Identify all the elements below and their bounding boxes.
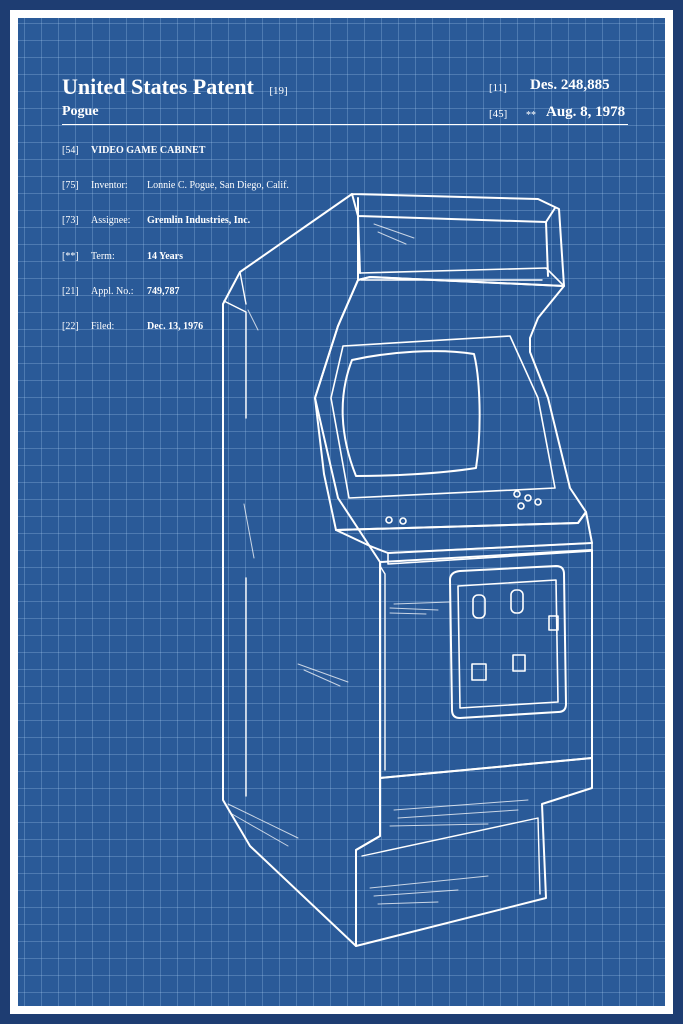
field-code: [75] (62, 180, 79, 191)
field-label: Inventor: (91, 180, 128, 191)
field-value: VIDEO GAME CABINET (91, 145, 206, 156)
control-button (534, 498, 542, 506)
blueprint-sheet: United States Patent [19] Pogue [11] Des… (18, 18, 665, 1006)
monitor-screen (341, 350, 481, 477)
field-value: Dec. 13, 1976 (147, 321, 204, 332)
cabinet-side-panel-detail (223, 300, 247, 797)
inventor-surname: Pogue (62, 104, 99, 119)
monitor-bezel (314, 276, 587, 531)
control-button (399, 517, 407, 525)
marquee-lip (359, 267, 565, 287)
field-label: Assignee: (91, 215, 131, 226)
arcade-cabinet-drawing (222, 193, 593, 947)
drawing-shading (227, 223, 529, 905)
control-button (524, 494, 532, 502)
cabinet-base (355, 757, 593, 947)
coin-return (512, 654, 526, 672)
field-label: Appl. No.: (91, 286, 134, 297)
field-value: 14 Years (147, 251, 184, 262)
patent-number-code: [11] (489, 82, 507, 94)
field-value: Lonnie C. Pogue, San Diego, Calif. (147, 180, 289, 191)
field-label: Term: (91, 251, 115, 262)
coin-slot (510, 589, 524, 614)
patent-number: Des. 248,885 (530, 77, 610, 93)
field-value: 749,787 (147, 286, 180, 297)
cabinet-front-trim (379, 565, 386, 771)
field-value: Gremlin Industries, Inc. (147, 215, 251, 226)
coin-door (449, 565, 567, 719)
patent-date-marker: ** (526, 110, 536, 121)
header-divider (62, 124, 628, 125)
marquee-box (351, 193, 565, 287)
field-code: [21] (62, 286, 79, 297)
field-code: [22] (62, 321, 79, 332)
coin-return (471, 663, 487, 681)
control-panel-front (387, 542, 593, 565)
field-code: [**] (62, 251, 79, 262)
coin-door-lock (548, 615, 559, 631)
base-kick-panel (361, 817, 541, 895)
patent-date-code: [45] (489, 108, 508, 120)
cabinet-side-panel (222, 193, 381, 947)
control-button (513, 490, 521, 498)
cabinet-side-edge (239, 271, 247, 305)
patent-date: Aug. 8, 1978 (546, 104, 626, 120)
control-button (517, 502, 525, 510)
control-panel (335, 511, 593, 554)
field-label: Filed: (91, 321, 115, 332)
field-code: [73] (62, 215, 79, 226)
control-button (385, 516, 393, 524)
patent-title: United States Patent [19] (62, 74, 288, 100)
patent-title-text: United States Patent (62, 74, 254, 99)
patent-title-code: [19] (269, 85, 288, 97)
coin-slot (472, 594, 486, 619)
field-code: [54] (62, 145, 79, 156)
monitor-bezel-inner (330, 335, 556, 499)
coin-door-inner (457, 579, 559, 709)
